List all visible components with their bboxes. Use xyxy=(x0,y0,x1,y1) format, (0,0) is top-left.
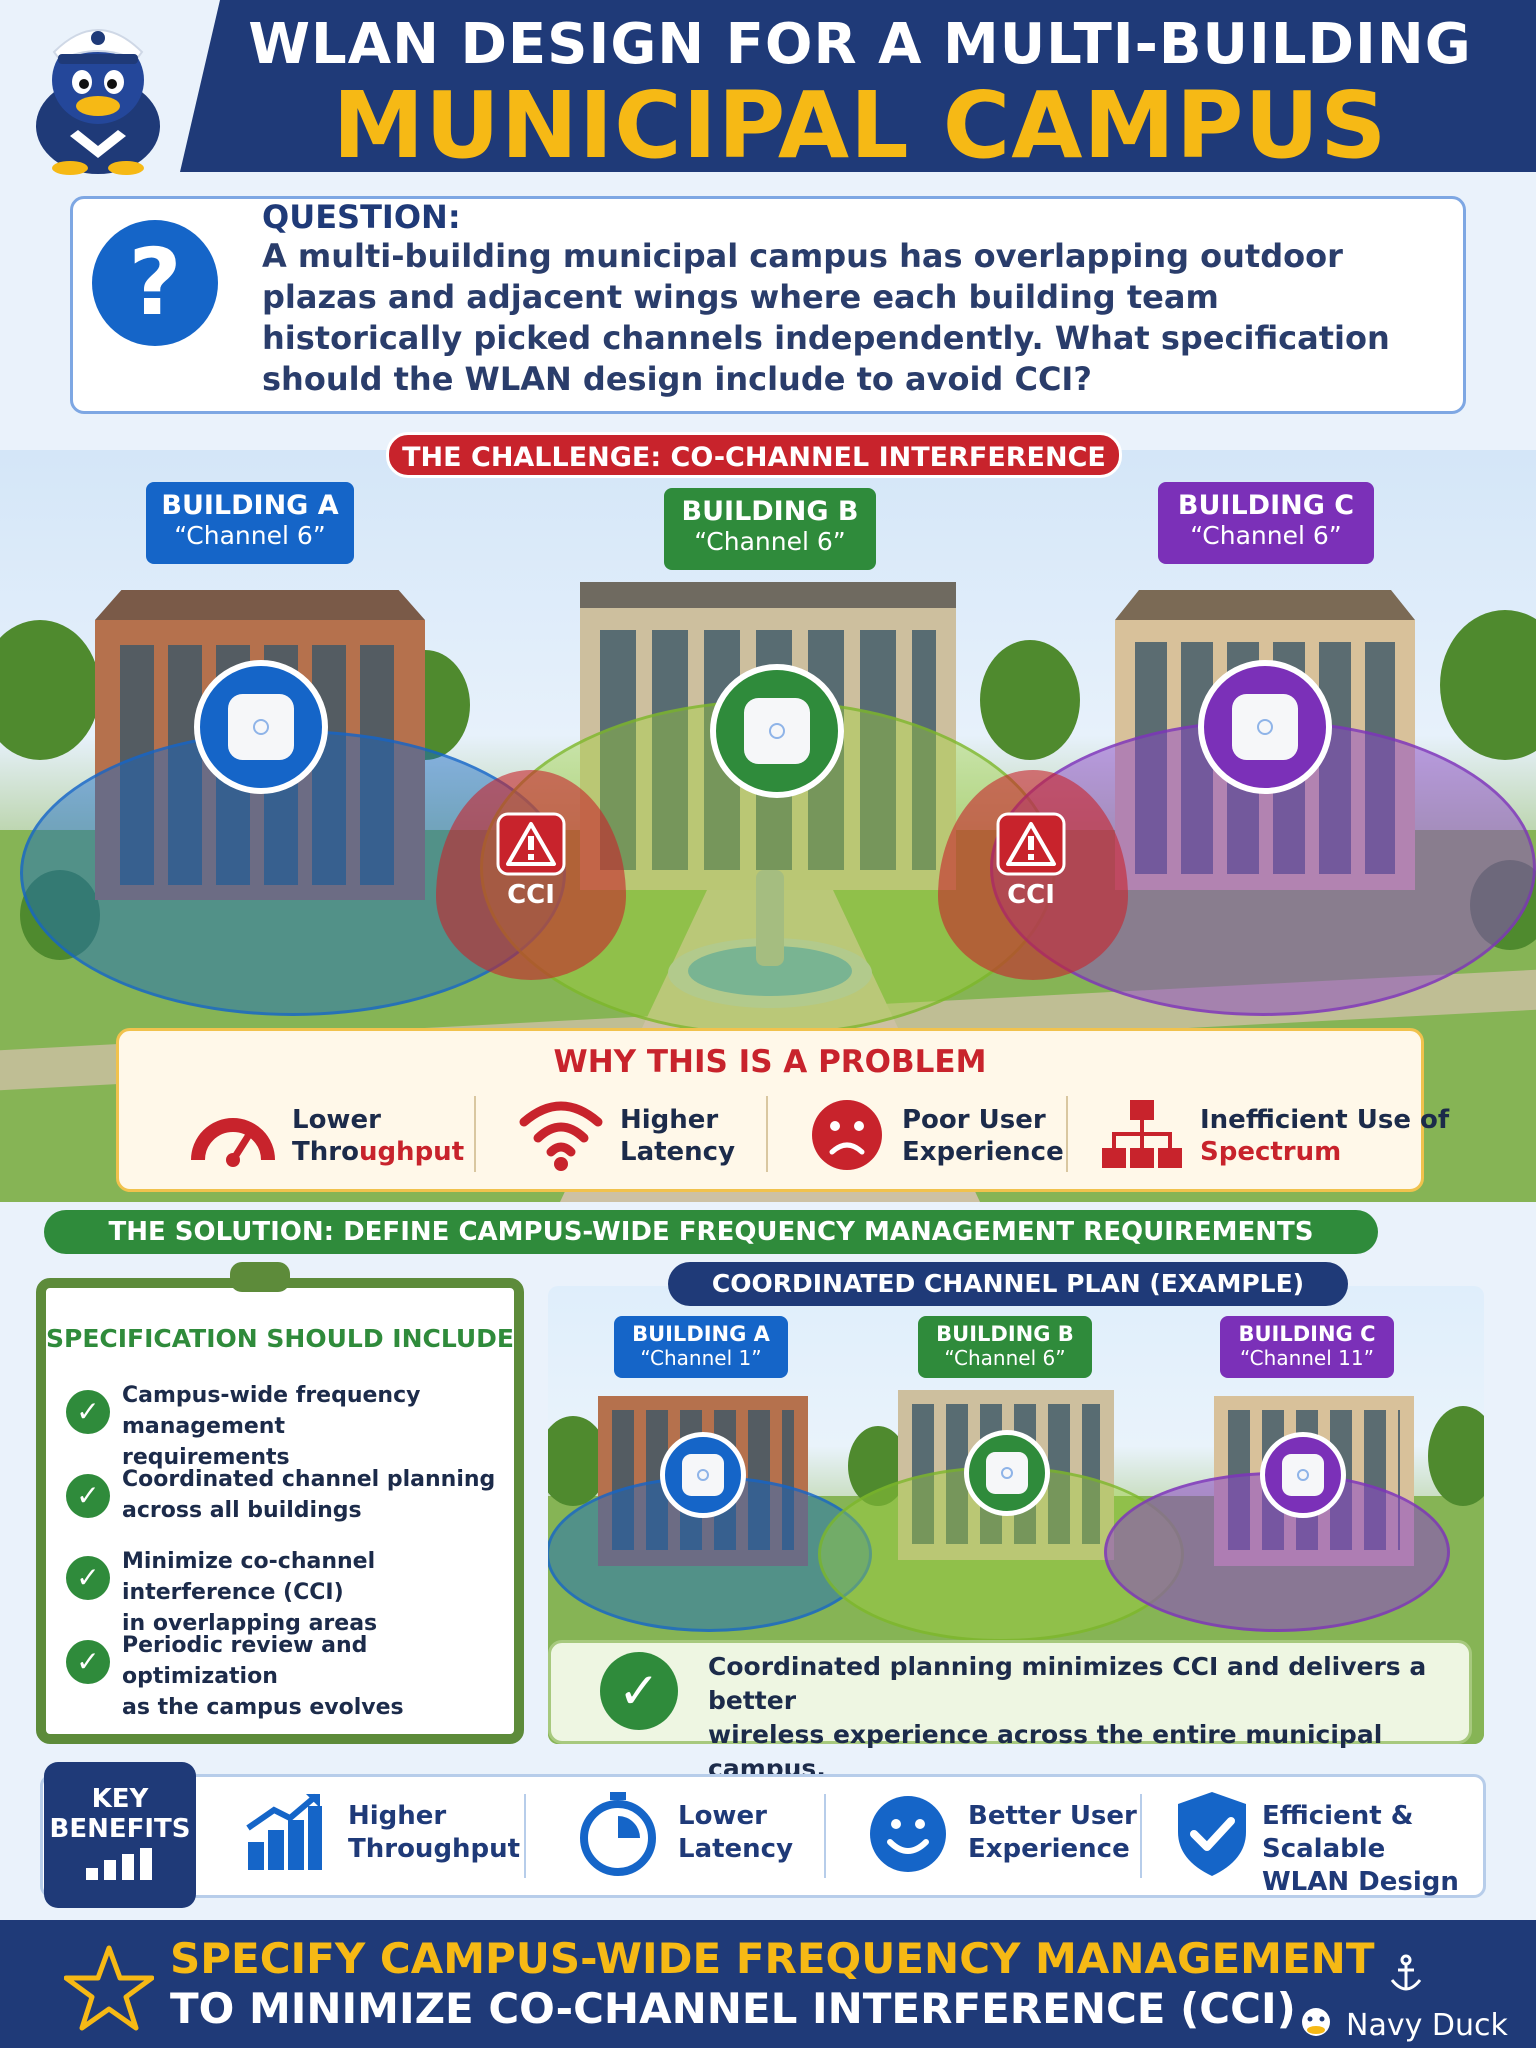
benefit-scalable: Efficient & Scalable WLAN Design xyxy=(1262,1801,1459,1897)
footer-line1: SPECIFY CAMPUS-WIDE FREQUENCY MANAGEMENT xyxy=(170,1934,1375,1983)
check-circle-icon: ✓ xyxy=(600,1652,678,1730)
divider xyxy=(1140,1794,1142,1878)
warning-triangle-icon xyxy=(496,812,566,876)
divider xyxy=(1066,1096,1068,1172)
building-b-tag: BUILDING B “Channel 6” xyxy=(664,488,876,570)
bar-chart-icon xyxy=(246,1793,322,1870)
brand-name: Navy Duck xyxy=(1346,2008,1508,2043)
problem-item-throughput: Lower Throughput xyxy=(292,1105,465,1167)
access-point-icon xyxy=(964,1430,1050,1516)
plan-note-card xyxy=(548,1640,1472,1744)
spec-item: Coordinated channel planning across all … xyxy=(122,1467,496,1523)
duck-logo-icon xyxy=(1302,2008,1330,2036)
access-point-icon xyxy=(710,664,844,798)
check-icon: ✓ xyxy=(66,1474,110,1518)
divider xyxy=(766,1096,768,1172)
anchor-icon xyxy=(1390,1954,1422,1991)
specification-card xyxy=(36,1278,524,1744)
clipboard-clip xyxy=(230,1262,290,1292)
building-a-tag: BUILDING A “Channel 6” xyxy=(146,482,354,564)
building-c-name: BUILDING C xyxy=(1177,490,1355,521)
footer xyxy=(0,1920,1536,2048)
sad-face-icon xyxy=(812,1100,882,1170)
building-a-name: BUILDING A xyxy=(161,490,339,521)
check-icon: ✓ xyxy=(66,1556,110,1600)
benefit-experience: Better User Experience xyxy=(968,1801,1137,1864)
plan-title: COORDINATED CHANNEL PLAN (EXAMPLE) xyxy=(668,1262,1348,1306)
building-b-channel: “Channel 6” xyxy=(694,527,846,556)
cci-label: CCI xyxy=(1007,880,1055,910)
access-point-icon xyxy=(194,660,328,794)
title-band xyxy=(180,0,1536,172)
benefit-throughput: Higher Throughput xyxy=(348,1801,521,1864)
building-b-name: BUILDING B xyxy=(681,496,859,527)
wifi-icon xyxy=(519,1101,603,1171)
check-icon: ✓ xyxy=(66,1390,110,1434)
divider xyxy=(824,1794,826,1878)
warning-triangle-icon xyxy=(996,812,1066,876)
network-icon xyxy=(1102,1100,1182,1168)
spec-item: Campus-wide frequency management require… xyxy=(122,1383,421,1470)
spec-item: Periodic review and optimization as the … xyxy=(122,1633,404,1720)
problem-box xyxy=(116,1028,1424,1192)
cci-warning-right: CCI xyxy=(976,812,1086,922)
question-label: QUESTION: xyxy=(262,198,461,236)
divider xyxy=(524,1794,526,1878)
plan-building-b-tag: BUILDING B “Channel 6” xyxy=(918,1316,1092,1378)
plan-building-c-tag: BUILDING C “Channel 11” xyxy=(1220,1316,1394,1378)
shield-check-icon xyxy=(1178,1792,1246,1876)
building-c-channel: “Channel 6” xyxy=(1190,521,1342,550)
benefit-latency: Lower Latency xyxy=(678,1801,794,1864)
plan-building-c-name: BUILDING C xyxy=(1238,1322,1376,1346)
footer-line2: TO MINIMIZE CO-CHANNEL INTERFERENCE (CCI… xyxy=(170,1984,1296,2033)
stopwatch-icon xyxy=(580,1792,656,1876)
problem-item-latency: Higher Latency xyxy=(620,1105,736,1167)
cci-label: CCI xyxy=(507,880,555,910)
speedometer-icon xyxy=(191,1118,275,1167)
building-a-channel: “Channel 6” xyxy=(174,521,326,550)
divider xyxy=(474,1096,476,1172)
benefits-label: KEY BENEFITS xyxy=(44,1762,196,1908)
building-c-tag: BUILDING C “Channel 6” xyxy=(1158,482,1374,564)
plan-building-b-channel: “Channel 6” xyxy=(944,1346,1066,1370)
star-icon xyxy=(64,1945,154,2031)
bars-icon xyxy=(86,1848,152,1880)
check-icon: ✓ xyxy=(66,1640,110,1684)
question-mark-icon: ? xyxy=(92,220,218,346)
solution-title: THE SOLUTION: DEFINE CAMPUS-WIDE FREQUEN… xyxy=(44,1210,1378,1254)
access-point-icon xyxy=(1198,660,1332,794)
spec-item: Minimize co-channel interference (CCI) i… xyxy=(122,1549,378,1636)
duck-mascot-icon xyxy=(36,29,160,175)
problem-item-experience: Poor User Experience xyxy=(902,1105,1064,1167)
problem-item-spectrum: Inefficient Use of Spectrum xyxy=(1200,1105,1450,1167)
access-point-icon xyxy=(660,1432,746,1518)
plan-building-c-channel: “Channel 11” xyxy=(1240,1346,1374,1370)
question-card xyxy=(70,196,1466,414)
smile-icon xyxy=(870,1796,946,1872)
page-title-line1: WLAN DESIGN FOR A MULTI-BUILDING xyxy=(248,12,1472,77)
specification-title: SPECIFICATION SHOULD INCLUDE xyxy=(45,1324,515,1353)
plan-note-text: Coordinated planning minimizes CCI and d… xyxy=(708,1652,1427,1783)
cci-warning-left: CCI xyxy=(476,812,586,922)
plan-building-a-name: BUILDING A xyxy=(632,1322,770,1346)
plan-building-a-tag: BUILDING A “Channel 1” xyxy=(614,1316,788,1378)
page-title-line2: MUNICIPAL CAMPUS xyxy=(332,72,1388,179)
question-text: A multi-building municipal campus has ov… xyxy=(262,237,1390,398)
plan-building-b-name: BUILDING B xyxy=(936,1322,1074,1346)
challenge-title: THE CHALLENGE: CO-CHANNEL INTERFERENCE (… xyxy=(386,432,1122,519)
access-point-icon xyxy=(1260,1432,1346,1518)
plan-building-a-channel: “Channel 1” xyxy=(640,1346,762,1370)
problem-title: WHY THIS IS A PROBLEM xyxy=(553,1044,987,1080)
